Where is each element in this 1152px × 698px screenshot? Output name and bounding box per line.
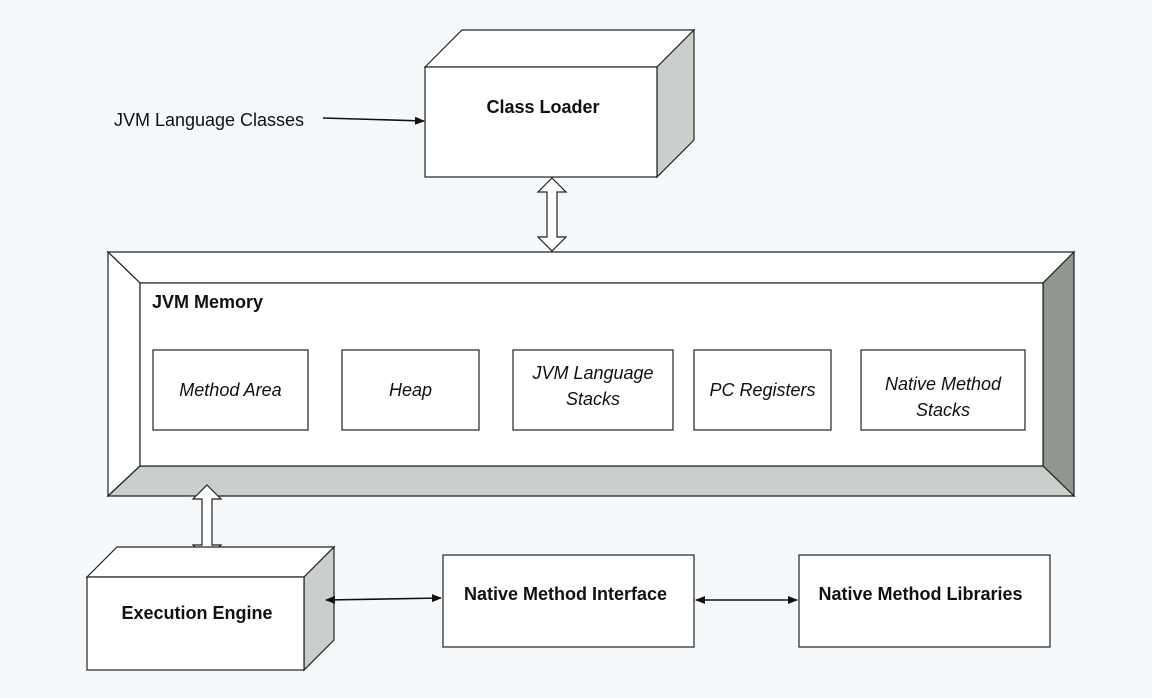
- memory-bevel-right: [1042, 250, 1075, 498]
- heap-label: Heap: [342, 350, 479, 430]
- memory-bevel-bottom: [106, 465, 1076, 497]
- memory-bevel-left: [107, 250, 141, 498]
- method-area-box: [152, 349, 309, 431]
- jvm-language-stacks-label: JVM Language Stacks: [513, 346, 673, 426]
- native-libraries-label: Native Method Libraries: [818, 583, 1023, 604]
- native-method-stacks-line2: Stacks: [915, 400, 971, 420]
- native-interface-label: Native Method Interface: [463, 583, 668, 604]
- heap-line1: Heap: [388, 379, 433, 400]
- native-method-stacks-line1: Native Method: [884, 373, 1002, 394]
- native-libraries-box: [798, 554, 1051, 648]
- native-method-stacks-box: [860, 349, 1026, 431]
- pc-registers-box: [693, 349, 832, 431]
- execution-engine-top-face: [85, 546, 336, 578]
- memory-bevel-top: [106, 251, 1076, 284]
- class-loader-box: [423, 28, 696, 179]
- execution-engine-label: Execution Engine: [121, 602, 273, 623]
- engine-interface-arrow: [325, 594, 442, 604]
- class-loader-label: Class Loader: [486, 96, 600, 117]
- class-loader-front-face: [424, 66, 658, 178]
- jvm-memory-title: JVM Memory: [152, 291, 264, 312]
- pc-registers-label: PC Registers: [694, 350, 831, 430]
- loader-memory-double-arrow: [536, 177, 568, 252]
- class-loader-top-face: [423, 29, 696, 68]
- native-method-stacks-label: Native Method Stacks: [861, 357, 1025, 437]
- native-interface-box: [442, 554, 695, 648]
- input-arrow: [322, 116, 425, 125]
- jvm-language-stacks-line2: Stacks: [565, 389, 621, 409]
- input-label: JVM Language Classes: [113, 109, 305, 130]
- method-area-label: Method Area: [153, 350, 308, 430]
- method-area-line1: Method Area: [179, 379, 282, 400]
- execution-engine-box: [85, 545, 336, 672]
- jvm-language-stacks-line1: JVM Language: [532, 362, 654, 383]
- jvm-language-stacks-box: [512, 349, 674, 431]
- execution-engine-front-face: [86, 576, 305, 671]
- pc-registers-line1: PC Registers: [709, 379, 816, 400]
- heap-box: [341, 349, 480, 431]
